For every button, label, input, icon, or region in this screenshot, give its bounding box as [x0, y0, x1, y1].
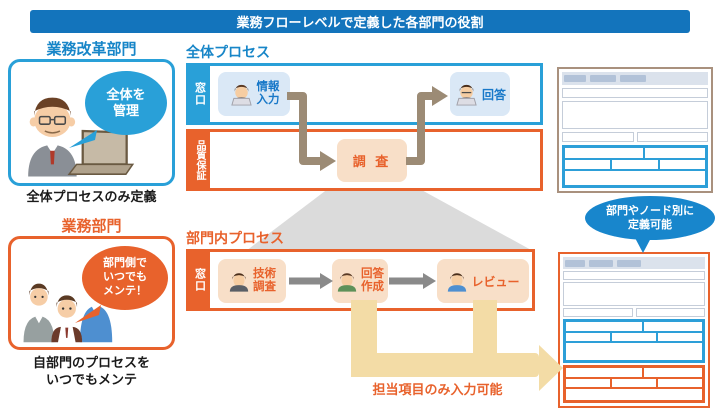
node-answer: 回答: [450, 72, 510, 116]
overall-process-lane-window: 窓口 情報 入力: [186, 63, 543, 125]
form-field: [562, 132, 634, 142]
form-field: [563, 308, 633, 317]
node-technical-research: 技術 調査: [218, 259, 286, 303]
form-cell: [612, 333, 656, 341]
reform-dept-speech-bubble: 全体を 管理: [85, 71, 167, 135]
node-label: 情報 入力: [257, 81, 280, 107]
form-cell: [566, 333, 610, 341]
overall-process-heading: 全体プロセス: [186, 44, 270, 60]
form-textarea: [562, 101, 708, 129]
form-cell: [612, 379, 656, 387]
form-cell: [566, 389, 702, 400]
speech-bubble-tail: [75, 305, 101, 323]
form-section-dept: [563, 365, 705, 403]
speech-bubble-tail: [634, 236, 652, 253]
lane-content: 情報 入力 回答: [210, 66, 540, 122]
reform-dept-illustration-box: 全体を 管理: [8, 59, 175, 186]
person-at-laptop-icon: [456, 84, 477, 106]
person-bust-icon: [229, 272, 249, 292]
node-survey: 調 査: [337, 139, 407, 182]
reform-dept-heading: 業務改革部門: [46, 41, 137, 58]
form-cell: [566, 379, 610, 387]
form-cell: [643, 368, 702, 377]
page-title: 業務フローレベルで定義した各部門の役割: [30, 10, 690, 33]
form-cell: [659, 160, 705, 169]
person-bust-icon: [337, 272, 357, 292]
form-section-window: [563, 319, 705, 363]
person-bust-icon: [448, 272, 467, 292]
form-cell: [565, 148, 643, 158]
lane-label-quality-assurance: 品質保証: [189, 132, 210, 188]
form-field-pair: [563, 308, 705, 317]
dept-process-heading: 部門内プロセス: [186, 230, 284, 246]
person-at-laptop-icon: [230, 84, 252, 106]
form-tab: [564, 75, 586, 82]
node-label: 回答 作成: [361, 268, 384, 294]
form-tab: [590, 75, 616, 82]
node-label-line: 調査: [253, 281, 276, 293]
form-cell: [645, 148, 705, 158]
form-cell: [612, 160, 658, 169]
form-cell: [643, 322, 702, 331]
node-label-line: 情報: [256, 80, 280, 93]
form-cell: [658, 333, 702, 341]
note-speech-bubble: 部門やノード別に 定義可能: [585, 196, 715, 240]
overall-form-document: [557, 67, 713, 193]
form-textarea: [563, 282, 705, 306]
lane-label-window: 窓口: [189, 66, 210, 122]
caption-line: 自部門のプロセスを: [32, 355, 150, 370]
node-label: 回答: [481, 87, 506, 102]
node-label: 技術 調査: [253, 268, 276, 294]
speech-bubble-tail: [69, 130, 97, 148]
form-field: [563, 271, 705, 280]
form-cell: [658, 379, 702, 387]
lane-content: 調 査: [210, 132, 540, 188]
form-tab: [617, 259, 641, 267]
form-tab: [565, 259, 585, 267]
bubble-line: メンテ！: [103, 284, 147, 297]
form-document-icon: [563, 257, 705, 269]
caption-line: いつでもメンテ: [45, 371, 137, 387]
node-label: 調 査: [352, 154, 392, 169]
bubble-line: 管理: [112, 103, 139, 118]
lane-label-window: 窓口: [189, 252, 210, 308]
business-dept-illustration-box: 部門側で いつでも メンテ！: [8, 236, 175, 350]
form-tab: [620, 75, 646, 82]
node-label-line: 技術: [253, 267, 276, 280]
node-review: レビュー: [437, 259, 529, 303]
form-section-window: [562, 145, 708, 188]
dept-process-lane-window: 窓口 技術 調査 回答: [186, 249, 535, 311]
form-field: [562, 88, 708, 98]
form-document-icon: [562, 72, 708, 85]
node-label: レビュー: [471, 274, 520, 289]
form-field: [635, 308, 705, 317]
node-label-line: 入力: [256, 94, 280, 106]
bubble-line: 定義可能: [628, 219, 672, 231]
reform-dept-caption: 全体プロセスのみ定義: [26, 189, 157, 204]
business-dept-heading: 業務部門: [61, 218, 122, 235]
node-information-input: 情報 入力: [218, 72, 290, 116]
bubble-line: いつでも: [103, 271, 147, 284]
yellow-arrow-caption: 担当項目のみ入力可能: [372, 382, 503, 397]
bubble-line: 部門やノード別に: [606, 204, 694, 217]
dept-form-document: [558, 252, 710, 408]
form-cell: [566, 368, 642, 377]
form-field: [636, 132, 708, 142]
business-dept-caption: 自部門のプロセスを いつでもメンテ: [8, 355, 175, 389]
node-label-line: 回答: [361, 267, 384, 280]
bubble-line: 全体を: [106, 86, 146, 102]
node-label-line: 作成: [361, 281, 384, 293]
node-answer-creation: 回答 作成: [332, 259, 388, 303]
form-cell: [565, 171, 705, 185]
lane-content: 技術 調査 回答 作成: [210, 252, 532, 308]
old-man-at-laptop-icon: [28, 97, 135, 177]
form-field-pair: [562, 132, 708, 142]
form-cell: [566, 343, 702, 360]
form-cell: [565, 160, 611, 169]
overall-process-lane-qa: 品質保証 調 査: [186, 129, 543, 191]
bubble-line: 部門側で: [103, 257, 147, 270]
form-cell: [566, 322, 642, 331]
form-tab: [589, 259, 613, 267]
business-dept-speech-bubble: 部門側で いつでも メンテ！: [82, 246, 168, 310]
